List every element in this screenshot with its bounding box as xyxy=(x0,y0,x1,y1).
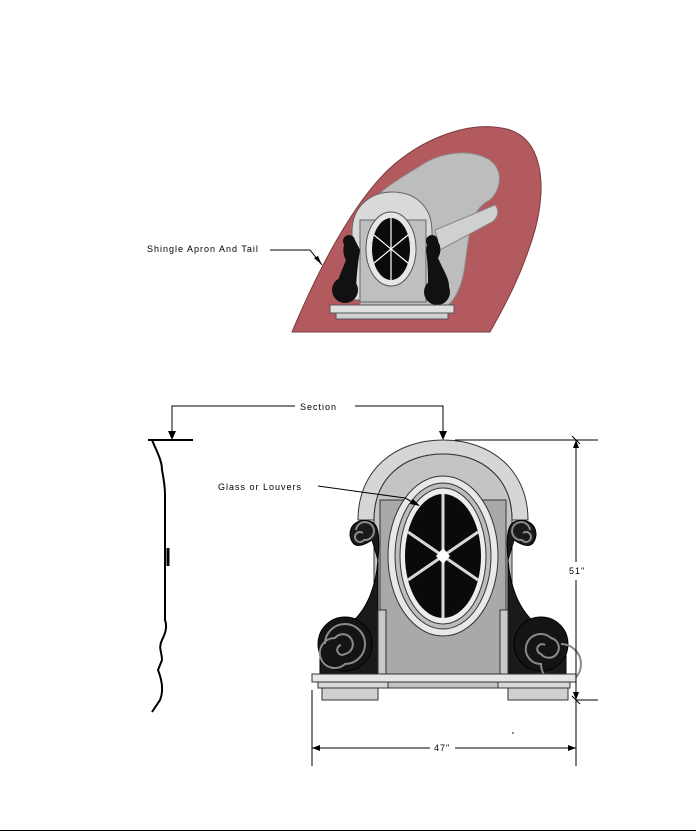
section-profile xyxy=(148,439,193,713)
perspective-sill xyxy=(329,304,455,314)
perspective-muntins xyxy=(373,218,409,280)
elevation-sill-left-block xyxy=(321,687,379,701)
elevation-sill-right-block xyxy=(507,687,569,701)
height-dimension-label: 51" xyxy=(569,566,586,576)
glass-leader-line xyxy=(317,485,406,499)
left-scroll-coil xyxy=(317,616,373,672)
perspective-view xyxy=(270,126,542,333)
shingle-apron-label: Shingle Apron And Tail xyxy=(147,244,259,254)
shingle-leader-line xyxy=(270,249,323,266)
front-elevation xyxy=(311,439,582,701)
bottom-border-line xyxy=(0,830,696,831)
height-dimension xyxy=(455,439,598,701)
glass-louvers-label: Glass or Louvers xyxy=(218,482,303,492)
section-label: Section xyxy=(300,402,338,412)
dormer-tail xyxy=(434,204,499,251)
width-dimension-label: 47" xyxy=(434,743,451,753)
section-arrows xyxy=(171,405,444,435)
width-dimension xyxy=(311,690,577,766)
perspective-right-scroll xyxy=(426,238,450,292)
elevation-sill-top xyxy=(311,673,577,683)
perspective-right-scroll-ball xyxy=(424,279,450,305)
perspective-left-scroll-ball xyxy=(332,277,358,303)
